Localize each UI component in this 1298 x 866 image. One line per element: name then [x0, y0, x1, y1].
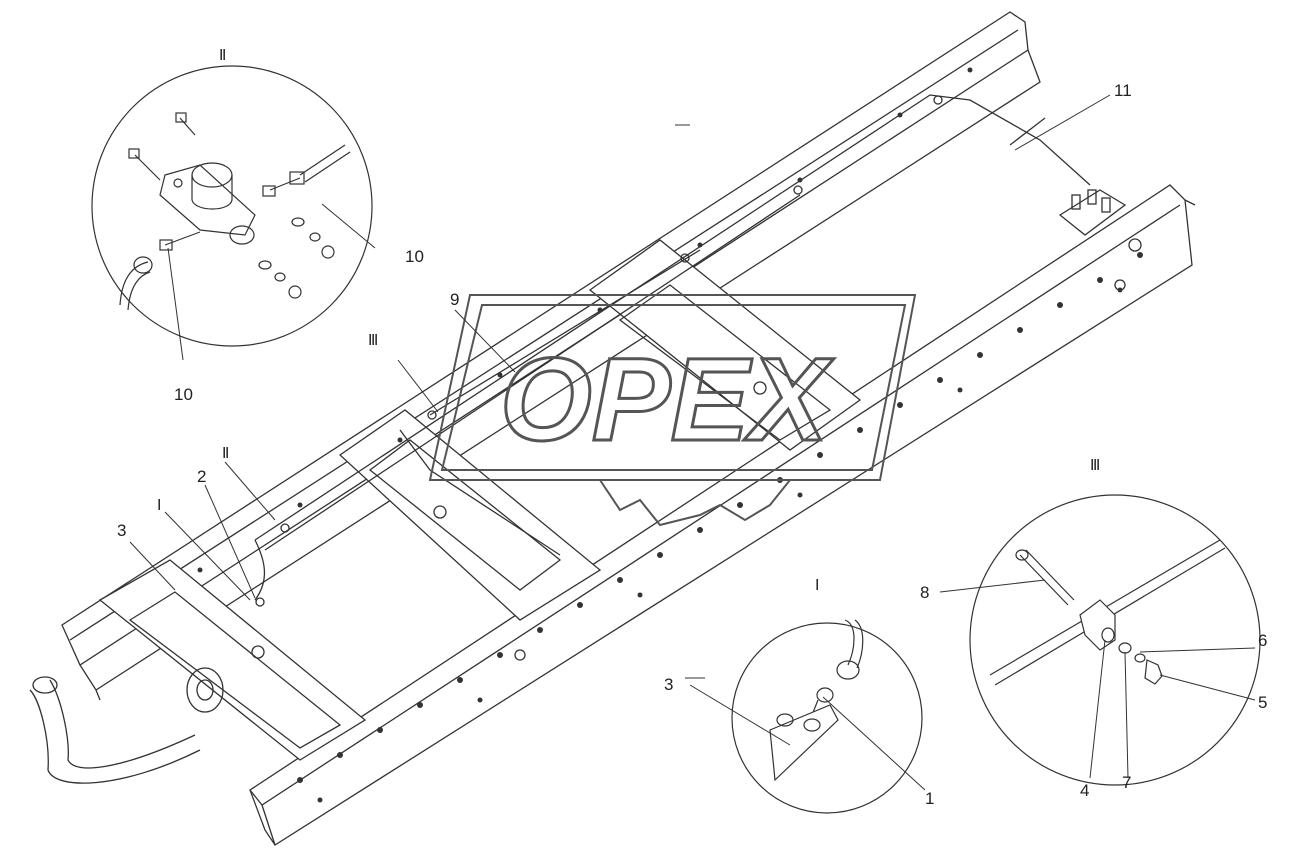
callout-6: 6	[1258, 631, 1267, 650]
callout-10-lower: 10	[174, 385, 193, 404]
callout-5: 5	[1258, 693, 1267, 712]
view-label-iii-main: Ⅲ	[368, 333, 378, 349]
callout-10-upper: 10	[405, 247, 424, 266]
view-label-iii-detail: Ⅲ	[1090, 458, 1100, 474]
detail-view-i	[731, 619, 923, 814]
callout-7: 7	[1122, 773, 1131, 792]
view-markers: Ⅱ Ⅰ Ⅲ Ⅲ Ⅱ Ⅰ	[157, 48, 1100, 594]
detail-view-ii	[91, 65, 373, 347]
callout-2: 2	[197, 467, 206, 486]
view-label-ii-detail: Ⅱ	[219, 48, 226, 64]
callout-8: 8	[920, 583, 929, 602]
callout-3: 3	[117, 521, 126, 540]
view-label-i-detail: Ⅰ	[815, 578, 819, 594]
callout-11: 11	[1114, 81, 1132, 100]
chassis-frame	[29, 11, 1196, 846]
callouts: 11 10 10 9 2 3 3 1 8 6 5 4 7	[117, 81, 1267, 808]
leader-lines	[129, 94, 1256, 791]
callout-9: 9	[450, 290, 459, 309]
view-label-ii-main: Ⅱ	[222, 446, 229, 462]
callout-1: 1	[925, 789, 934, 808]
detail-view-iii	[969, 494, 1261, 786]
watermark-text: OPEX	[500, 334, 834, 466]
view-label-i-main: Ⅰ	[157, 498, 161, 514]
callout-4: 4	[1080, 781, 1089, 800]
callout-3-detail: 3	[664, 675, 673, 694]
watermark: OPEX	[428, 294, 917, 527]
